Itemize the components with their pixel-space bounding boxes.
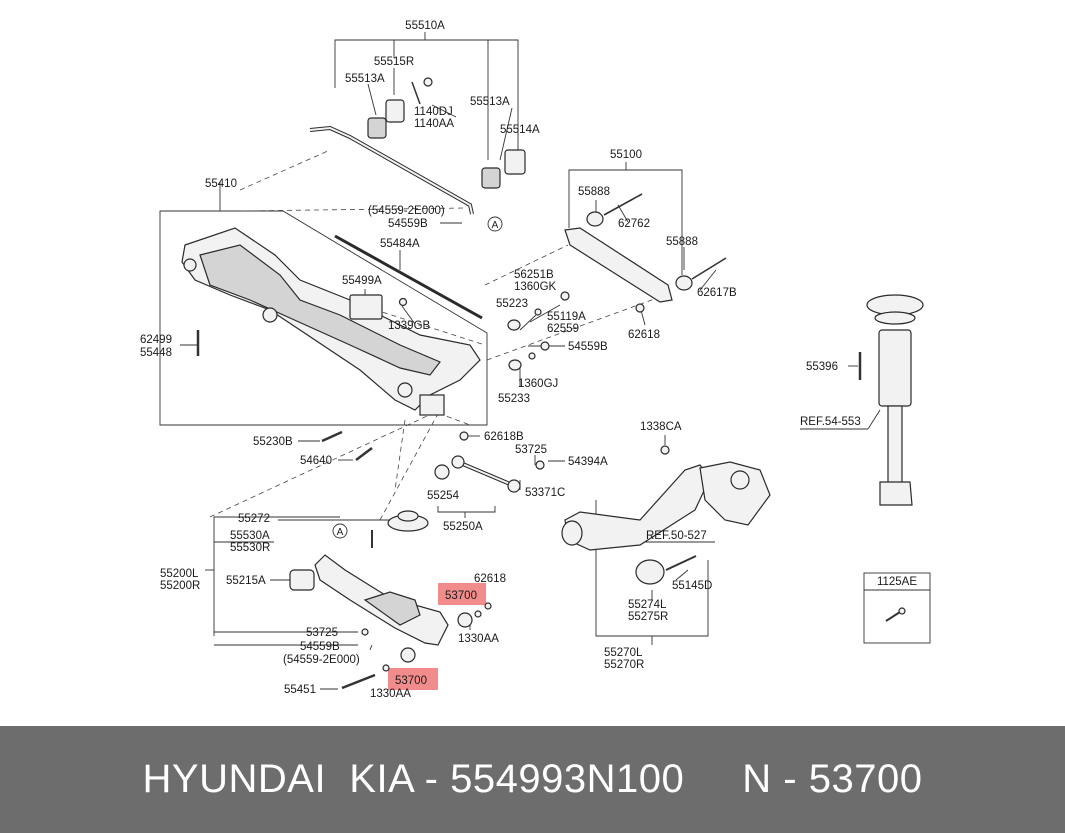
label-55514A: 55514A — [500, 124, 540, 136]
fasteners-mid — [196, 291, 570, 461]
label-54559-2E000-b: (54559-2E000) — [283, 654, 360, 666]
highlight-box-53700-upper — [438, 583, 486, 605]
label-62499: 62499 — [140, 334, 172, 346]
label-54559B-a: 54559B — [388, 218, 428, 230]
label-55274L: 55274L — [628, 599, 667, 611]
part-labels: 55510A 55515R 55513A 1140DJ 1140AA 55513… — [140, 20, 917, 700]
label-55510A: 55510A — [405, 20, 445, 32]
rod-55484A — [334, 234, 483, 320]
highlight-box-53700-lower — [388, 668, 438, 690]
crossmember-subframe-55410 — [181, 227, 481, 416]
label-55215A: 55215A — [226, 575, 266, 587]
label-55530A: 55530A — [230, 530, 270, 542]
label-54559B-b: 54559B — [568, 341, 608, 353]
label-ref-50-527: REF.50-527 — [646, 530, 707, 542]
label-55272: 55272 — [238, 513, 270, 525]
label-62762: 62762 — [618, 218, 650, 230]
label-54559B-c: 54559B — [300, 641, 340, 653]
link-55250A — [434, 455, 545, 493]
label-1338CA: 1338CA — [640, 421, 682, 433]
label-1140AA: 1140AA — [414, 118, 454, 130]
label-1360GK: 1360GK — [514, 281, 557, 293]
label-55100: 55100 — [610, 149, 642, 161]
label-ref-54-553: REF.54-553 — [800, 416, 861, 428]
parts-diagram: A A 55510A 55515R 55513A 1140DJ 1140AA 5… — [140, 20, 931, 700]
label-55200L: 55200L — [160, 568, 199, 580]
label-55484A: 55484A — [380, 238, 420, 250]
label-54640: 54640 — [300, 455, 332, 467]
label-55396: 55396 — [806, 361, 838, 373]
label-55530R: 55530R — [230, 542, 270, 554]
label-55223: 55223 — [496, 298, 528, 310]
svg-text:A: A — [492, 220, 499, 231]
label-54394A: 54394A — [568, 456, 608, 468]
label-53725-a: 53725 — [515, 444, 547, 456]
label-54559-2E000-a: (54559-2E000) — [368, 205, 445, 217]
label-62617B: 62617B — [697, 287, 737, 299]
stabilizer-bar-55510A — [309, 125, 474, 215]
label-1360GJ: 1360GJ — [518, 378, 558, 390]
label-55145D: 55145D — [672, 580, 712, 592]
label-55233: 55233 — [498, 393, 530, 405]
label-1140DJ: 1140DJ — [414, 106, 453, 118]
label-55200R: 55200R — [160, 580, 200, 592]
svg-text:A: A — [337, 527, 344, 538]
label-62618-a: 62618 — [628, 329, 660, 341]
upper-arm-55100 — [564, 193, 727, 313]
shock-absorber — [858, 294, 924, 506]
lower-arm-55200 — [289, 510, 492, 690]
box-1125AE — [863, 572, 931, 644]
label-55270R: 55270R — [604, 659, 644, 671]
label-55515R: 55515R — [374, 56, 414, 68]
label-55888-a: 55888 — [578, 186, 610, 198]
label-55451: 55451 — [284, 684, 316, 696]
label-53371C: 53371C — [525, 487, 565, 499]
bracket-55499A — [349, 294, 408, 320]
label-1330AA-b: 1330AA — [370, 688, 411, 700]
label-55230B: 55230B — [253, 436, 293, 448]
label-55270L: 55270L — [604, 647, 643, 659]
label-62559: 62559 — [547, 323, 579, 335]
label-62618-b: 62618 — [474, 573, 506, 585]
label-55275R: 55275R — [628, 611, 668, 623]
label-55888-b: 55888 — [666, 236, 698, 248]
label-55250A: 55250A — [443, 521, 483, 533]
label-56251B: 56251B — [514, 269, 554, 281]
label-55448: 55448 — [140, 347, 172, 359]
stabilizer-bushing-55513A-right — [481, 149, 526, 189]
label-53700-b: 53700 — [395, 675, 427, 687]
label-1339GB: 1339GB — [388, 320, 431, 332]
stabilizer-bushing-55513A-left — [367, 77, 433, 139]
callout-a-upper: A — [487, 216, 503, 232]
label-53700-a: 53700 — [445, 590, 477, 602]
label-55119A: 55119A — [547, 311, 586, 323]
footer-bar: HYUNDAI KIA - 554993N100 N - 53700 — [0, 726, 1065, 833]
label-1330AA-a: 1330AA — [458, 633, 499, 645]
footer-part-number: HYUNDAI KIA - 554993N100 N - 53700 — [142, 757, 923, 801]
label-55499A: 55499A — [342, 275, 382, 287]
label-55410: 55410 — [205, 178, 237, 190]
label-53725-b: 53725 — [306, 627, 338, 639]
label-62618B: 62618B — [484, 431, 524, 443]
callout-a-lower: A — [332, 523, 348, 539]
label-1125AE: 1125AE — [877, 576, 917, 588]
label-55254: 55254 — [427, 490, 460, 502]
label-55513A-left: 55513A — [345, 73, 385, 85]
trailing-arm-55270 — [561, 445, 771, 585]
label-55513A-right: 55513A — [470, 96, 510, 108]
